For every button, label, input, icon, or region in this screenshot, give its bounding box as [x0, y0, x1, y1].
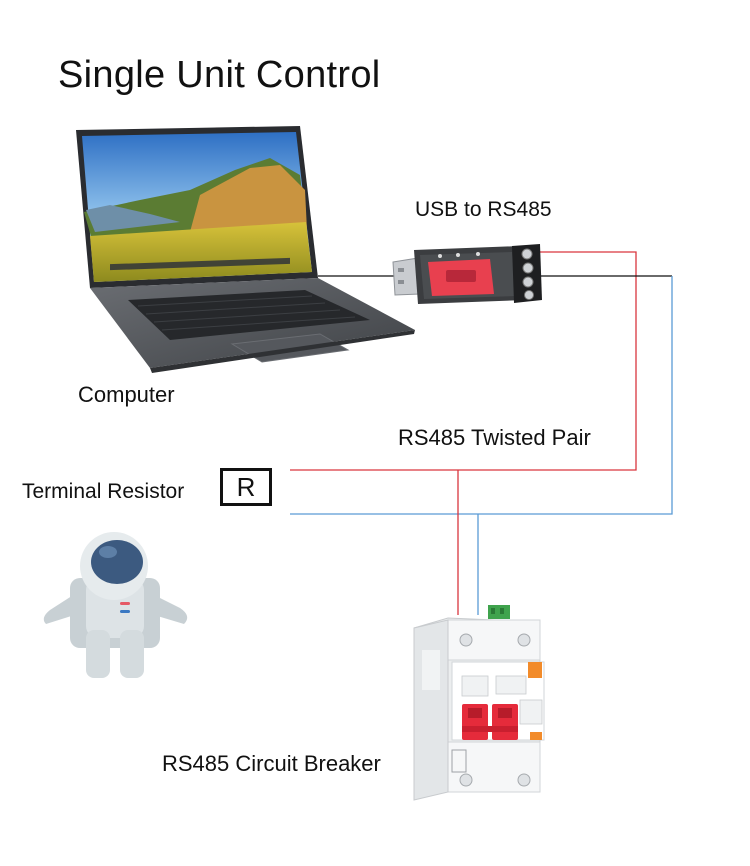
wire-blue-b	[290, 276, 673, 515]
usb-adapter-icon	[392, 244, 542, 304]
circuit-breaker-icon	[413, 605, 545, 801]
usb-to-rs485-label: USB to RS485	[415, 198, 552, 221]
terminal-resistor-label: Terminal Resistor	[22, 480, 185, 503]
laptop-icon	[76, 126, 415, 373]
resistor-symbol: R	[220, 468, 272, 506]
page-title: Single Unit Control	[58, 54, 381, 96]
resistor-symbol-text: R	[236, 471, 256, 502]
twisted-pair-label: RS485 Twisted Pair	[398, 425, 591, 450]
computer-label: Computer	[78, 382, 175, 407]
circuit-breaker-label: RS485 Circuit Breaker	[162, 751, 381, 776]
astronaut-icon	[43, 532, 188, 678]
wires	[290, 251, 673, 615]
wire-red-a	[290, 251, 637, 471]
